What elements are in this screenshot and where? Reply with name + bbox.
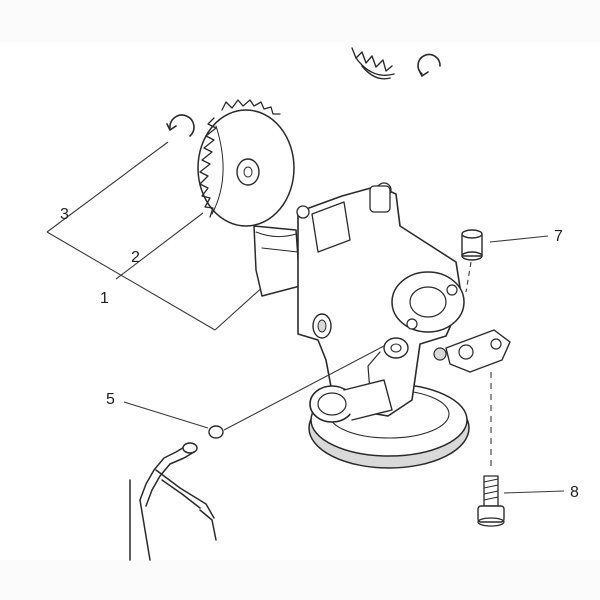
leader-part-7 [489, 235, 549, 243]
callout-part-3: 3 [60, 206, 69, 223]
callout-part-8: 8 [570, 484, 579, 501]
pickup-pipe [129, 442, 217, 561]
drive-gear-part-2 [197, 99, 295, 227]
leader-part-8 [503, 490, 565, 494]
oil-pump-body [253, 182, 511, 469]
scan-top-band [0, 0, 600, 42]
leader-part-1 [214, 283, 267, 331]
bolt-part-8 [477, 475, 505, 527]
dowel-sleeve-part-7 [461, 229, 483, 261]
leader-part-2 [115, 212, 204, 280]
callout-part-7: 7 [554, 228, 563, 245]
leader-part-3 [46, 141, 169, 233]
leader-part-5 [123, 401, 209, 429]
leader-part-1-lower [46, 231, 216, 331]
callout-part-2: 2 [131, 249, 140, 266]
callout-part-1: 1 [100, 290, 109, 307]
o-ring-part-5 [208, 425, 224, 439]
callout-part-5: 5 [106, 391, 115, 408]
top-circlip [417, 53, 441, 77]
scan-bottom-band [0, 560, 600, 600]
top-gear-fragment [351, 47, 395, 80]
assembly-bracket-lines [46, 141, 267, 331]
circlip-part-3 [166, 114, 195, 137]
axis-line-part-5 [223, 345, 385, 431]
